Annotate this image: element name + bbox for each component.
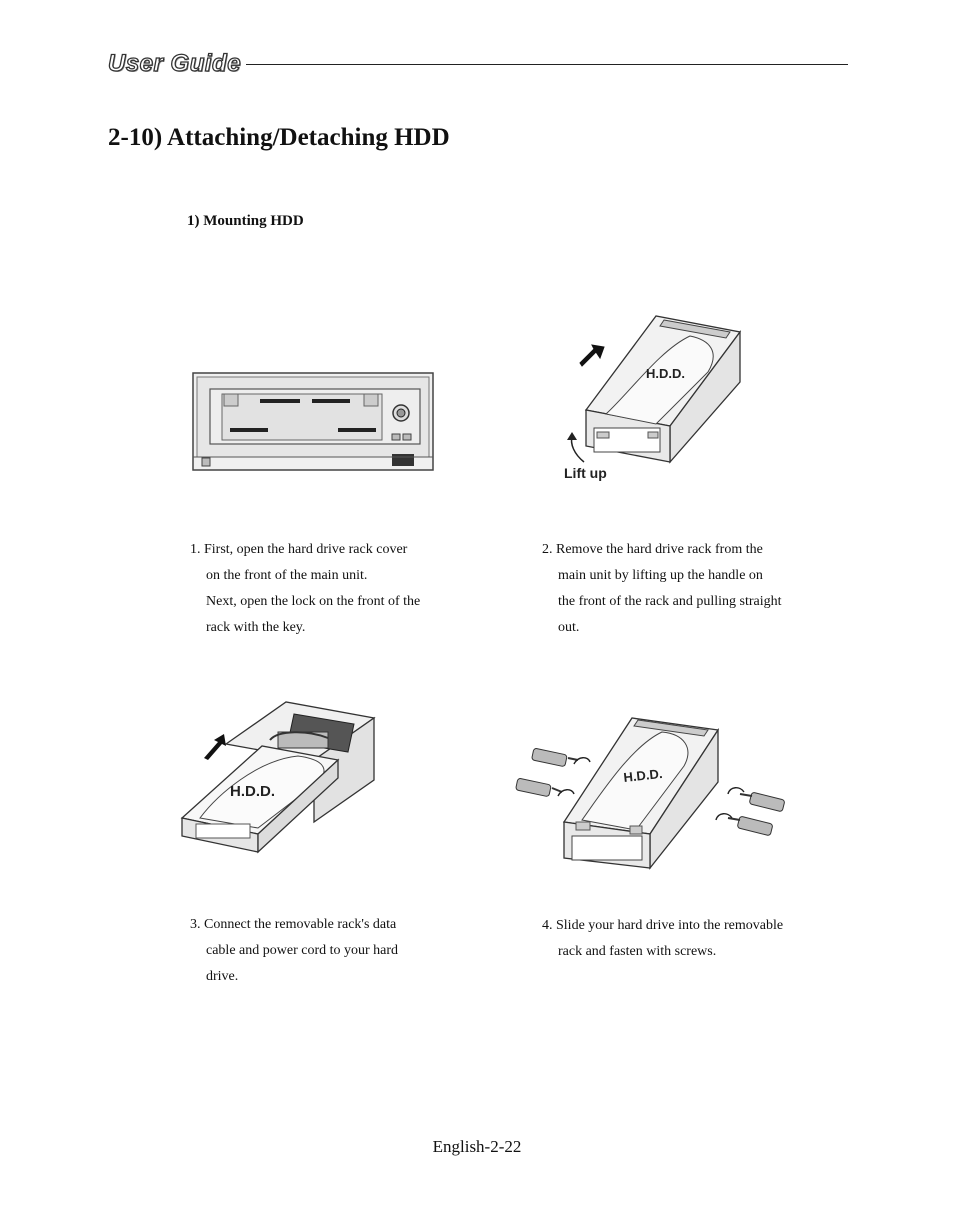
step-2-line-4: out. — [558, 620, 580, 635]
step-4-line-2: rack and fasten with screws. — [558, 944, 717, 959]
figure-4-hdd-label: H.D.D. — [623, 766, 663, 785]
step-1-line-3: Next, open the lock on the front of the — [206, 594, 421, 609]
step-3-line-3: drive. — [206, 969, 239, 984]
step-3-line-1: 3. Connect the removable rack's data — [190, 917, 397, 932]
step-4-text: 4. Slide your hard drive into the remova… — [542, 913, 842, 965]
figure-2-hdd-label: H.D.D. — [646, 366, 685, 381]
page-title: 2-10) Attaching/Detaching HDD — [108, 124, 450, 151]
step-2-line-3: the front of the rack and pulling straig… — [558, 594, 782, 609]
section-subtitle: 1) Mounting HDD — [187, 213, 304, 229]
figure-rack-lift-up: H.D.D. Lift up — [564, 315, 742, 481]
step-3-text: 3. Connect the removable rack's data cab… — [190, 912, 470, 990]
figure-2-lift-up-label: Lift up — [564, 465, 607, 481]
figure-connect-cable: H.D.D. — [180, 701, 376, 854]
header-rule — [246, 64, 848, 65]
figure-fasten-screws: H.D.D. — [515, 717, 785, 870]
step-1-line-1: 1. First, open the hard drive rack cover — [190, 542, 408, 557]
screwdriver-icon — [531, 748, 591, 767]
screwdriver-icon — [715, 813, 773, 836]
step-4-line-1: 4. Slide your hard drive into the remova… — [542, 918, 784, 933]
step-1-text: 1. First, open the hard drive rack cover… — [190, 537, 470, 641]
step-1-line-4: rack with the key. — [206, 620, 306, 635]
step-1-line-2: on the front of the main unit. — [206, 568, 368, 583]
step-3-line-2: cable and power cord to your hard — [206, 943, 399, 958]
step-2-line-1: 2. Remove the hard drive rack from the — [542, 542, 763, 557]
step-2-line-2: main unit by lifting up the handle on — [558, 568, 763, 583]
figure-front-panel — [192, 372, 434, 471]
screwdriver-icon — [727, 787, 785, 812]
screwdriver-icon — [515, 778, 575, 797]
user-guide-logo: User Guide — [107, 49, 242, 77]
figure-3-hdd-label: H.D.D. — [230, 783, 275, 800]
step-2-text: 2. Remove the hard drive rack from the m… — [542, 537, 832, 641]
page-number-footer: English-2-22 — [432, 1137, 522, 1156]
